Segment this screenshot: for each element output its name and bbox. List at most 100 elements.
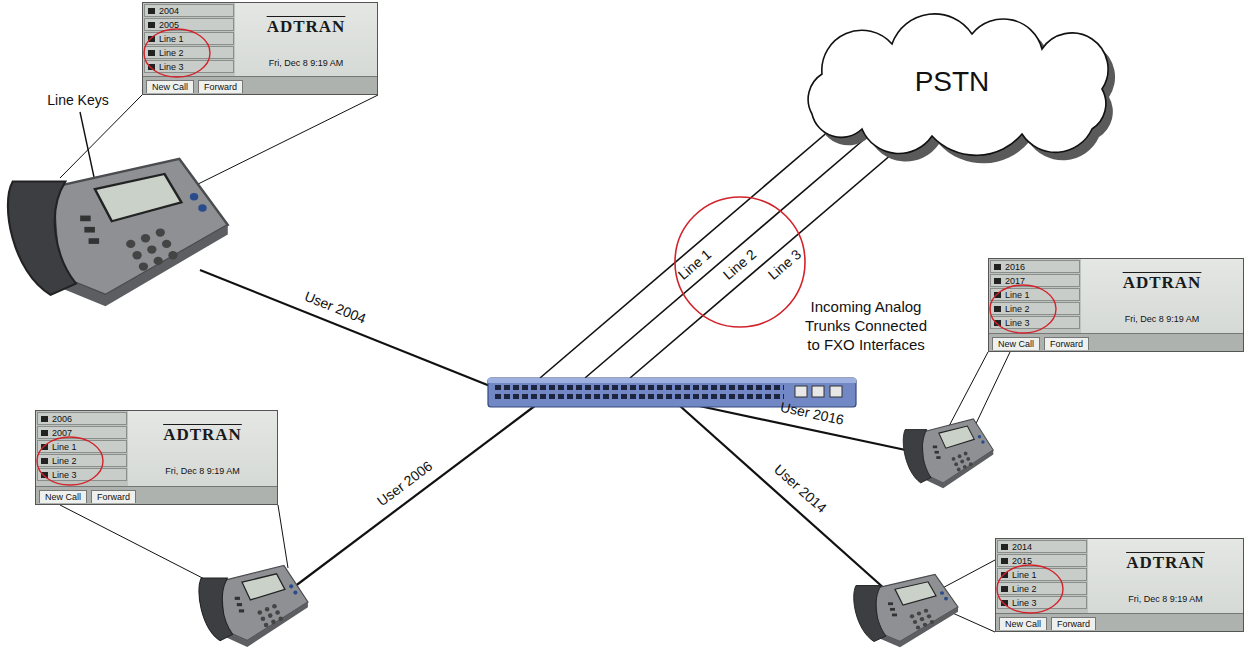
link-label: Line 2 [720, 246, 760, 284]
line-key: 2016 [990, 260, 1080, 273]
highlight-ellipse [997, 565, 1063, 613]
key-label: Line 2 [1005, 304, 1030, 314]
line-icon [1001, 558, 1008, 564]
date-time: Fri, Dec 8 9:19 AM [1081, 314, 1243, 324]
softkey-tab: New Call [999, 617, 1047, 630]
line-key: Line 2 [144, 46, 234, 59]
line-key: Line 3 [990, 316, 1080, 329]
link-label: User 2006 [374, 458, 436, 511]
line-key: Line 2 [990, 302, 1080, 315]
key-label: Line 1 [52, 442, 77, 452]
key-label: Line 2 [1012, 584, 1037, 594]
line-icon [1001, 600, 1008, 606]
line-icon [994, 320, 1001, 326]
line-icon [148, 50, 155, 56]
link-label: User 2004 [302, 288, 368, 328]
line-key: Line 3 [997, 596, 1087, 609]
brand-logo: ADTRAN [1088, 553, 1243, 573]
line-key: 2017 [990, 274, 1080, 287]
key-label: Line 2 [52, 456, 77, 466]
line-icon [994, 292, 1001, 298]
line-key: Line 3 [144, 60, 234, 73]
line-icon [148, 64, 155, 70]
date-time: Fri, Dec 8 9:19 AM [235, 58, 377, 68]
line-icon [41, 444, 48, 450]
line-icon [994, 264, 1001, 270]
line-icon [148, 8, 155, 14]
softkey-tab: Forward [198, 80, 243, 93]
line-icon [148, 22, 155, 28]
link-label: User 2014 [770, 461, 830, 517]
cloud-outline [808, 14, 1108, 155]
line-icon [41, 430, 48, 436]
brand-logo: ADTRAN [128, 425, 277, 445]
line-key: Line 2 [997, 582, 1087, 595]
softkey-tab: Forward [1044, 337, 1089, 350]
line-icon [1001, 572, 1008, 578]
desk-phone [8, 159, 228, 306]
line-key: Line 1 [37, 440, 127, 453]
line-icon [994, 278, 1001, 284]
line-key: 2005 [144, 18, 234, 31]
line-key: 2006 [37, 412, 127, 425]
desk-phone [854, 574, 958, 647]
softkey-tab: Forward [1051, 617, 1096, 630]
line-icon [1001, 544, 1008, 550]
key-label: 2015 [1012, 556, 1032, 566]
line-icon [148, 36, 155, 42]
line-key: Line 1 [144, 32, 234, 45]
highlight-ellipse [144, 29, 210, 77]
note-text: Incoming Analog Trunks Connected to FXO … [799, 298, 933, 354]
line-key: Line 2 [37, 454, 127, 467]
desk-phone [903, 419, 993, 488]
key-label: 2017 [1005, 276, 1025, 286]
line-key: 2004 [144, 4, 234, 17]
key-label: Line 3 [1005, 318, 1030, 328]
softkey-tab: Forward [91, 490, 136, 503]
phone-screen: 2004 2005Line 1 Line 2 Line 3 ADTRAN Fri, Dec… [142, 2, 378, 95]
phone-screen: 2014 2015Line 1 Line 2 Line 3 ADTRAN Fri, Dec… [995, 538, 1244, 632]
key-label: 2005 [159, 20, 179, 30]
highlight-ellipse [37, 437, 103, 485]
link-label: User 2016 [779, 399, 846, 430]
key-label: 2016 [1005, 262, 1025, 272]
line-icon [41, 458, 48, 464]
key-label: Line 1 [159, 34, 184, 44]
desk-phone [199, 565, 308, 646]
line-key: 2007 [37, 426, 127, 439]
line-icon [41, 472, 48, 478]
line-icon [41, 416, 48, 422]
line-key: 2014 [997, 540, 1087, 553]
key-label: 2007 [52, 428, 72, 438]
softkey-tab: New Call [39, 490, 87, 503]
highlight-circle [675, 197, 805, 327]
line-key: Line 1 [990, 288, 1080, 301]
key-label: Line 1 [1012, 570, 1037, 580]
key-label: Line 3 [1012, 598, 1037, 608]
callout-lines [60, 95, 1010, 632]
link-label: Line 3 [765, 246, 805, 284]
key-label: Line 2 [159, 48, 184, 58]
line-icon [994, 306, 1001, 312]
brand-logo: ADTRAN [1081, 273, 1243, 293]
callout-label: Line Keys [47, 92, 108, 110]
highlight-ellipse [990, 285, 1056, 333]
network-name: PSTN [862, 66, 1042, 98]
key-label: 2004 [159, 6, 179, 16]
line-key: Line 3 [37, 468, 127, 481]
softkey-tab: New Call [146, 80, 194, 93]
key-label: 2014 [1012, 542, 1032, 552]
phone-screen: 2006 2007Line 1 Line 2 Line 3 ADTRAN Fri, Dec… [35, 410, 278, 505]
key-label: Line 3 [52, 470, 77, 480]
date-time: Fri, Dec 8 9:19 AM [1088, 594, 1243, 604]
line-key: Line 1 [997, 568, 1087, 581]
key-label: Line 1 [1005, 290, 1030, 300]
key-label: Line 3 [159, 62, 184, 72]
link-label: Line 1 [675, 246, 715, 284]
brand-logo: ADTRAN [235, 17, 377, 37]
phone-screen: 2016 2017Line 1 Line 2 Line 3 ADTRAN Fri, Dec… [988, 258, 1244, 352]
network-cloud: PSTN [770, 8, 1140, 173]
line-key: 2015 [997, 554, 1087, 567]
date-time: Fri, Dec 8 9:19 AM [128, 466, 277, 476]
